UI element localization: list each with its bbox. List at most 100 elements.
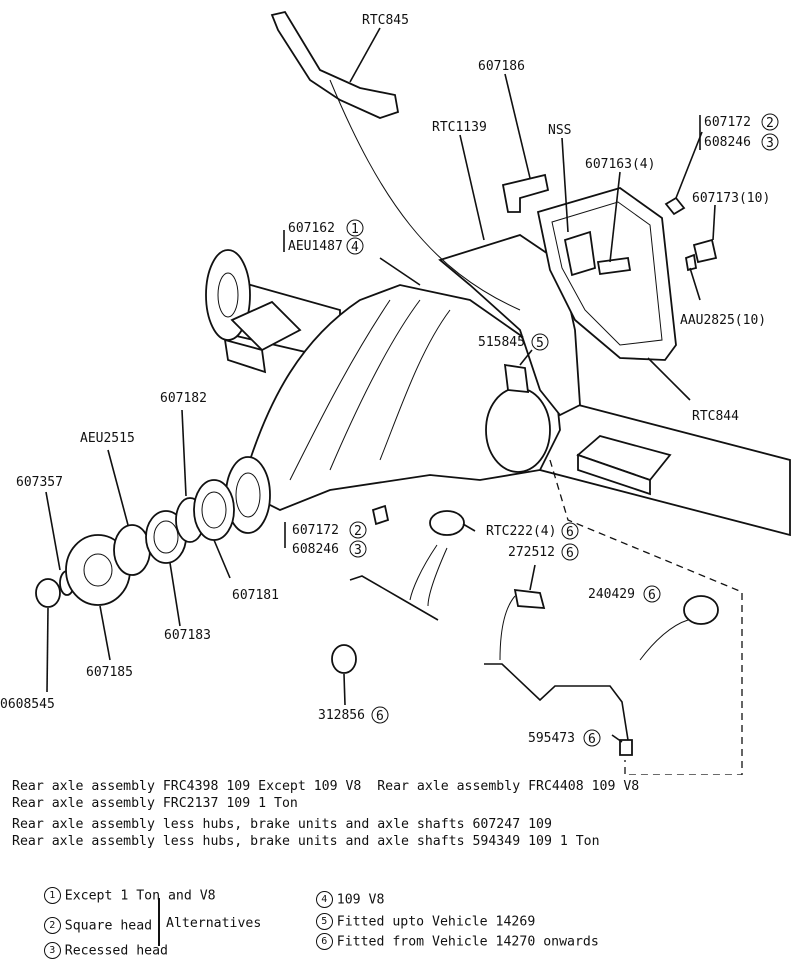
label-607185: 607185 [86, 665, 133, 680]
legend-line-4: Rear axle assembly less hubs, brake unit… [12, 834, 600, 849]
label-608246-lower: 608246 [292, 542, 339, 557]
label-607186: 607186 [478, 59, 525, 74]
washer-aau2825 [684, 253, 698, 272]
nut-0608545 [35, 578, 61, 608]
mark-3-lower [349, 540, 367, 558]
pipe-guide [499, 595, 516, 661]
hub-607185-center [83, 553, 113, 587]
label-607173: 607173(10) [692, 191, 770, 206]
key-text-3: Recessed head [64, 943, 168, 959]
mark-4-a [346, 237, 364, 255]
label-515845: 515845 [478, 335, 525, 350]
label-aau2825: AAU2825(10) [680, 313, 766, 328]
mark-6-b [561, 543, 579, 561]
label-aeu1487: AEU1487 [288, 239, 343, 254]
mark-6-d-text: 6 [376, 709, 384, 724]
label-607182: 607182 [160, 391, 207, 406]
mark-5-a-text: 5 [536, 336, 544, 351]
legend-line-1: Rear axle assembly FRC4398 109 Except 10… [12, 779, 640, 794]
mark-2-lower [349, 521, 367, 539]
label-group-240429: 240429 6 [588, 585, 661, 603]
diff-nose [485, 387, 551, 473]
mark-6-a-text: 6 [566, 525, 574, 540]
label-group-312856: 312856 6 [318, 706, 389, 724]
label-607162: 607162 [288, 221, 335, 236]
key-mark-5: 5 [315, 913, 333, 930]
mark-6-c-text: 6 [648, 588, 656, 603]
bracket-rtc845 [270, 10, 400, 119]
key-alternatives: Alternatives [166, 916, 262, 931]
axle-flange-hole [217, 272, 239, 318]
label-607163: 607163(4) [585, 157, 655, 172]
spring-seat-left [230, 300, 302, 352]
label-group-595473: 595473 6 [528, 729, 601, 747]
key-text-1: Except 1 Ton and V8 [64, 888, 216, 904]
key-mark-3: 3 [43, 942, 61, 959]
cover-boss [563, 230, 596, 277]
label-nss: NSS [548, 123, 571, 138]
mark-6-b-text: 6 [566, 546, 574, 561]
label-607172-top: 607172 [704, 115, 751, 130]
assembly-legend: Rear axle assembly FRC4398 109 Except 10… [12, 778, 802, 850]
bearing-bore-inner [235, 472, 261, 518]
axle-bracket-side [577, 453, 651, 496]
mark-6-a [561, 522, 579, 540]
label-rtc1139: RTC1139 [432, 120, 487, 135]
plug-607172-lower [371, 504, 390, 526]
bearing-607181-inner [201, 491, 227, 529]
mark-2-lower-text: 2 [354, 524, 362, 539]
alternatives-bracket [158, 898, 160, 946]
label-240429: 240429 [588, 587, 635, 602]
label-rtc844: RTC844 [692, 409, 739, 424]
mark-2-top-text: 2 [766, 116, 774, 131]
clip-240429 [683, 595, 719, 625]
stud-607163 [596, 256, 632, 276]
label-607172-lower: 607172 [292, 523, 339, 538]
label-group-272512: 272512 6 [508, 543, 579, 561]
housing-rib-1 [329, 299, 421, 471]
housing-rib-3 [289, 299, 391, 481]
label-0608545: 0608545 [0, 697, 55, 712]
key-text-4: 109 V8 [336, 892, 385, 908]
pipe-run-dashed [549, 459, 743, 775]
key-mark-4: 4 [315, 891, 333, 908]
legend-line-2: Rear axle assembly FRC2137 109 1 Ton [12, 796, 298, 811]
label-272512: 272512 [508, 545, 555, 560]
label-595473: 595473 [528, 731, 575, 746]
label-607181: 607181 [232, 588, 279, 603]
key-text-2: Square head [64, 918, 153, 934]
label-aeu2515: AEU2515 [80, 431, 135, 446]
label-608246-top: 608246 [704, 135, 751, 150]
rear-axle-diagram: RTC845 607186 RTC1139 NSS 607163(4) 6071… [0, 10, 791, 775]
legend-line-3: Rear axle assembly less hubs, brake unit… [12, 817, 552, 832]
breather-515845 [503, 363, 530, 394]
seal-aeu2515 [113, 524, 151, 576]
label-607357: 607357 [16, 475, 63, 490]
key-text-6: Fitted from Vehicle 14270 onwards [336, 934, 599, 950]
label-607183: 607183 [164, 628, 211, 643]
clip-guide-2 [427, 547, 448, 607]
label-312856: 312856 [318, 708, 365, 723]
housing-rib-2 [379, 309, 451, 461]
bearing-607181 [193, 479, 235, 541]
clip-guide-1 [409, 544, 438, 601]
mark-2-top [761, 113, 779, 131]
rear-cover-inner [551, 201, 663, 346]
label-group-607172-608246-top: 607172 2 608246 3 [704, 113, 779, 151]
key-mark-2: 2 [43, 917, 61, 934]
rear-cover-rtc844 [536, 187, 677, 361]
mark-6-c [643, 585, 661, 603]
label-group-515845: 515845 5 [478, 333, 549, 351]
mark-5-a [531, 333, 549, 351]
leader-lines [45, 27, 716, 743]
mark-1-a-text: 1 [351, 222, 359, 237]
pipe-left [349, 575, 439, 621]
mark-3-top-text: 3 [766, 136, 774, 151]
label-group-607172-608246-lower: 607172 2 608246 3 [292, 521, 367, 558]
